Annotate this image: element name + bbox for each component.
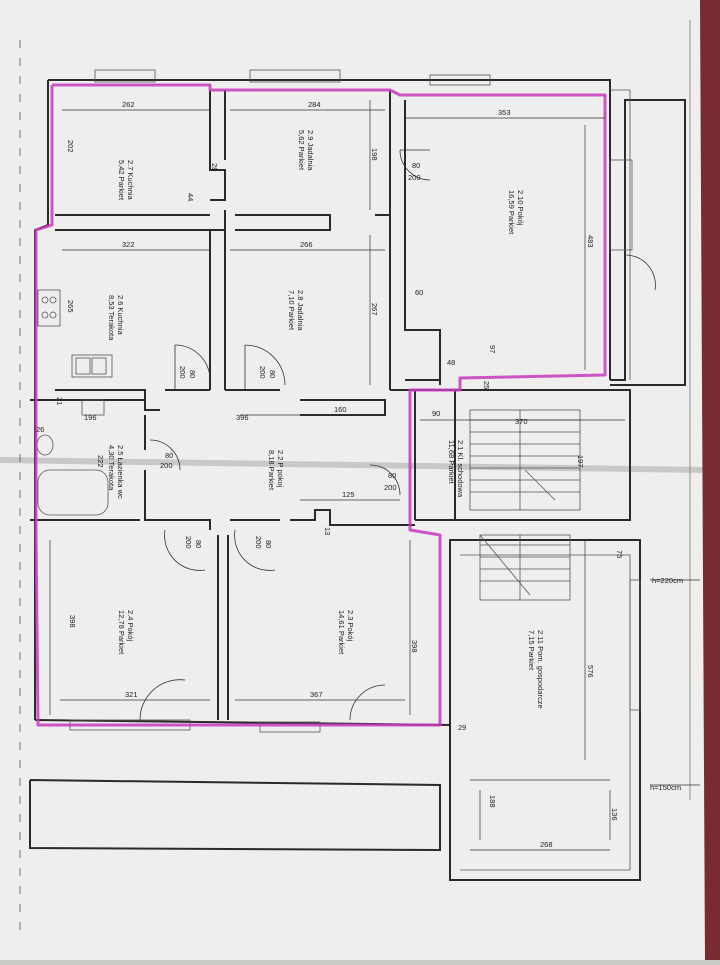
height-note: h=220cm xyxy=(652,576,683,585)
dim-text: 576 xyxy=(586,665,595,678)
room-2-11-area: 7,15 Parkiet xyxy=(527,630,536,671)
door-swings xyxy=(139,149,656,721)
dim-text: 202 xyxy=(66,140,75,153)
room-2-7-area: 5,42 Parkiet xyxy=(117,160,126,201)
room-2-3-name: 2.3 Pokój xyxy=(346,610,355,642)
dim-text: 29 xyxy=(458,723,466,732)
dim-text: 266 xyxy=(300,240,313,249)
dim-text: 26 xyxy=(36,425,44,434)
dim-text: 97 xyxy=(488,345,497,353)
room-2-2-name: 2.2 P pokoj xyxy=(276,450,285,488)
dim-text: 483 xyxy=(586,235,595,248)
dim-text: 398 xyxy=(68,615,77,628)
dim-text: 188 xyxy=(488,795,497,808)
dim-text: 367 xyxy=(310,690,323,699)
dim-text: 370 xyxy=(515,417,528,426)
dim-text: 60 xyxy=(415,288,423,297)
door-label-h: 200 xyxy=(408,173,421,182)
door-label-w: 80 xyxy=(388,471,396,480)
dim-text: 197 xyxy=(576,455,585,468)
dim-text: 268 xyxy=(540,840,553,849)
dim-text: 398 xyxy=(410,640,419,653)
dim-text: 267 xyxy=(370,303,379,316)
dim-text: 262 xyxy=(122,100,135,109)
room-2-10-area: 16,59 Parkiet xyxy=(507,190,516,235)
door-label-w: 80 xyxy=(412,161,420,170)
door-label-h: 200 xyxy=(184,536,193,549)
room-2-2-area: 8,18 Parkiet xyxy=(267,450,276,491)
room-2-7-name: 2.7 Kuchnia xyxy=(126,160,135,200)
room-2-4-area: 12,78 Parkiet xyxy=(117,610,126,655)
door-label-w: 80 xyxy=(194,540,203,548)
door-label-h: 200 xyxy=(258,366,267,379)
room-2-4-name: 2.4 Pokój xyxy=(126,610,135,642)
room-labels: 2.7 Kuchnia 5,42 Parkiet 2.9 Jadalnia 5,… xyxy=(107,130,545,709)
room-2-8-name: 2.8 Jadalnia xyxy=(296,290,305,331)
room-2-9-area: 5,62 Parkiet xyxy=(297,130,306,171)
room-2-1-name: 2.1 Kl. schodowa xyxy=(456,440,465,498)
room-2-1-area: 11,68 Parkiet xyxy=(447,440,456,485)
dim-text: 321 xyxy=(125,690,138,699)
room-2-6-area: 8,53 Terakota xyxy=(107,295,116,341)
room-2-8-area: 7,10 Parkiet xyxy=(287,290,296,331)
door-label-h: 200 xyxy=(384,483,397,492)
dim-text: 28 xyxy=(210,163,219,171)
dim-text: 125 xyxy=(342,490,355,499)
door-label-w: 80 xyxy=(165,451,173,460)
dim-text: 25 xyxy=(482,381,491,389)
paper-fold xyxy=(0,457,706,473)
dim-text: 198 xyxy=(370,148,379,161)
dim-text: 265 xyxy=(66,300,75,313)
room-2-9-name: 2.9 Jadalnia xyxy=(306,130,315,171)
dim-text: 90 xyxy=(432,409,440,418)
door-label-h: 200 xyxy=(254,536,263,549)
door-label-h: 200 xyxy=(160,461,173,470)
kitchen-fixtures xyxy=(37,289,113,378)
paper xyxy=(0,0,705,960)
dim-text: 160 xyxy=(334,405,347,414)
dim-text: 284 xyxy=(308,100,321,109)
room-2-11-name: 2.11 Pom. gospodarcze xyxy=(536,630,545,709)
room-2-3-area: 14,61 Parkiet xyxy=(337,610,346,655)
dim-text: 196 xyxy=(84,413,97,422)
dim-text: 21 xyxy=(55,397,64,405)
door-label-w: 80 xyxy=(268,370,277,378)
dim-text: 75 xyxy=(615,550,624,558)
room-2-5-name: 2.5 Łazienka wc xyxy=(116,445,125,499)
room-2-5-area: 4,30 Terakota xyxy=(107,445,116,491)
dim-text: 48 xyxy=(447,358,455,367)
staircase-lower xyxy=(479,534,571,601)
door-label-w: 80 xyxy=(264,540,273,548)
door-label-w: 80 xyxy=(188,370,197,378)
dim-text: 136 xyxy=(610,808,619,821)
door-label-h: 200 xyxy=(178,366,187,379)
room-2-6-name: 2.6 Kuchnia xyxy=(116,295,125,335)
dim-text: 322 xyxy=(122,240,135,249)
dimension-lines xyxy=(49,100,700,851)
dim-text: 44 xyxy=(186,193,195,201)
apartment-boundary xyxy=(34,83,607,727)
background-edge xyxy=(700,0,720,960)
height-note: h=150cm xyxy=(650,783,681,792)
door-size-labels: 80 200 80 200 80 200 80 200 80 200 80 20… xyxy=(160,161,421,549)
dimension-texts: 262 284 353 202 28 44 198 322 266 483 26… xyxy=(36,100,683,849)
dim-text: 353 xyxy=(498,108,511,117)
room-2-10-name: 2.10 Pokój xyxy=(516,190,525,226)
dim-text: 13 xyxy=(323,527,332,535)
dim-text: 222 xyxy=(96,455,105,468)
dim-text: 396 xyxy=(236,413,249,422)
